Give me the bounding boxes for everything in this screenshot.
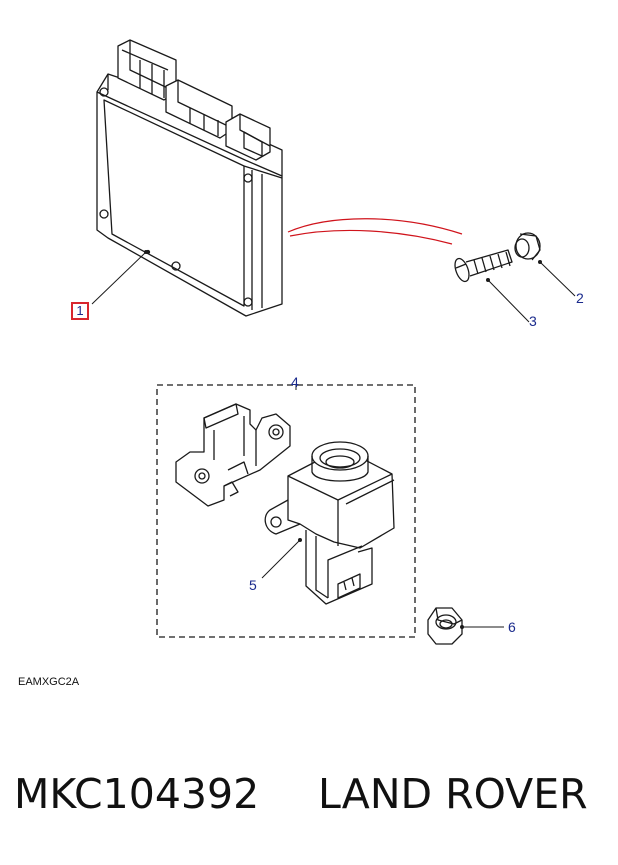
caption-bar: MKC104392 LAND ROVER	[0, 770, 618, 830]
nut-drawing	[427, 607, 463, 645]
kit-boundary	[156, 384, 416, 638]
callout-2[interactable]: 2	[576, 290, 584, 306]
leader-lines	[91, 251, 576, 628]
brand-name: LAND ROVER	[318, 770, 588, 818]
callout-6[interactable]: 6	[508, 619, 516, 635]
parts-diagram	[91, 39, 576, 645]
diagram-reference-code: EAMXGC2A	[18, 676, 80, 688]
callout-3[interactable]: 3	[529, 313, 537, 329]
callout-1[interactable]: 1	[71, 302, 89, 320]
part-number: MKC104392	[14, 770, 260, 818]
switch-drawing	[264, 441, 395, 605]
callout-5[interactable]: 5	[249, 577, 257, 593]
guide-line	[287, 218, 463, 245]
bracket-drawing	[175, 403, 291, 507]
control-module-drawing	[96, 39, 283, 317]
washer-drawing	[514, 232, 541, 261]
screw-drawing	[454, 249, 513, 283]
callout-4[interactable]: 4	[291, 374, 299, 390]
